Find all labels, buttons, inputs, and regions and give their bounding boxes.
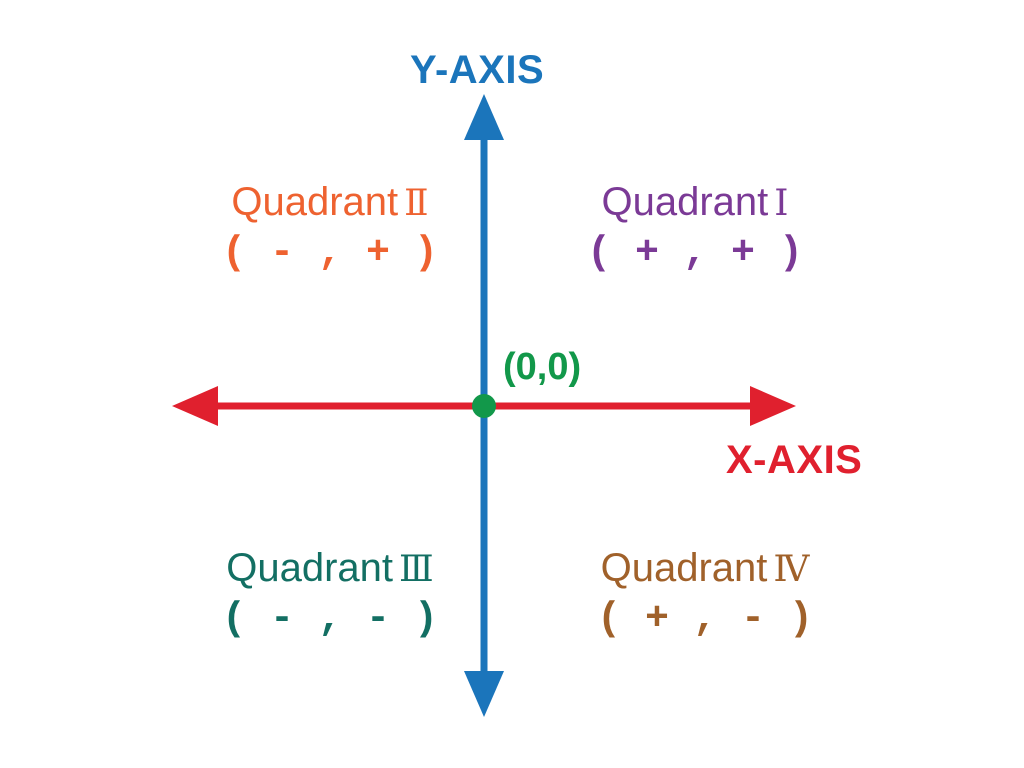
quadrant-3-numeral: Ⅲ [399,549,434,590]
y-axis-title: Y-AXIS [410,48,545,92]
quadrant-1-sign: ( + , + ) [586,231,804,276]
quadrant-1-numeral: Ⅰ [774,183,789,224]
y-axis-top-arrowhead [464,94,504,140]
x-axis-right-arrowhead [750,386,796,426]
x-axis-left-arrowhead [172,386,218,426]
quadrant-2-name: Quadrant [231,180,399,224]
origin-label: (0,0) [503,346,582,388]
quadrant-2-sign: ( - , + ) [221,231,439,276]
quadrant-4-numeral: Ⅳ [773,549,810,590]
quadrant-4-sign: ( + , - ) [596,597,814,642]
quadrant-3-sign: ( - , - ) [221,597,439,642]
quadrant-4-name: Quadrant [600,546,768,590]
x-axis-title: X-AXIS [726,438,863,482]
y-axis-bottom-arrowhead [464,671,504,717]
quadrant-2-numeral: Ⅱ [404,183,429,224]
quadrant-3-name: Quadrant [226,546,394,590]
origin-point [472,394,496,418]
quadrant-1-name: Quadrant [601,180,769,224]
